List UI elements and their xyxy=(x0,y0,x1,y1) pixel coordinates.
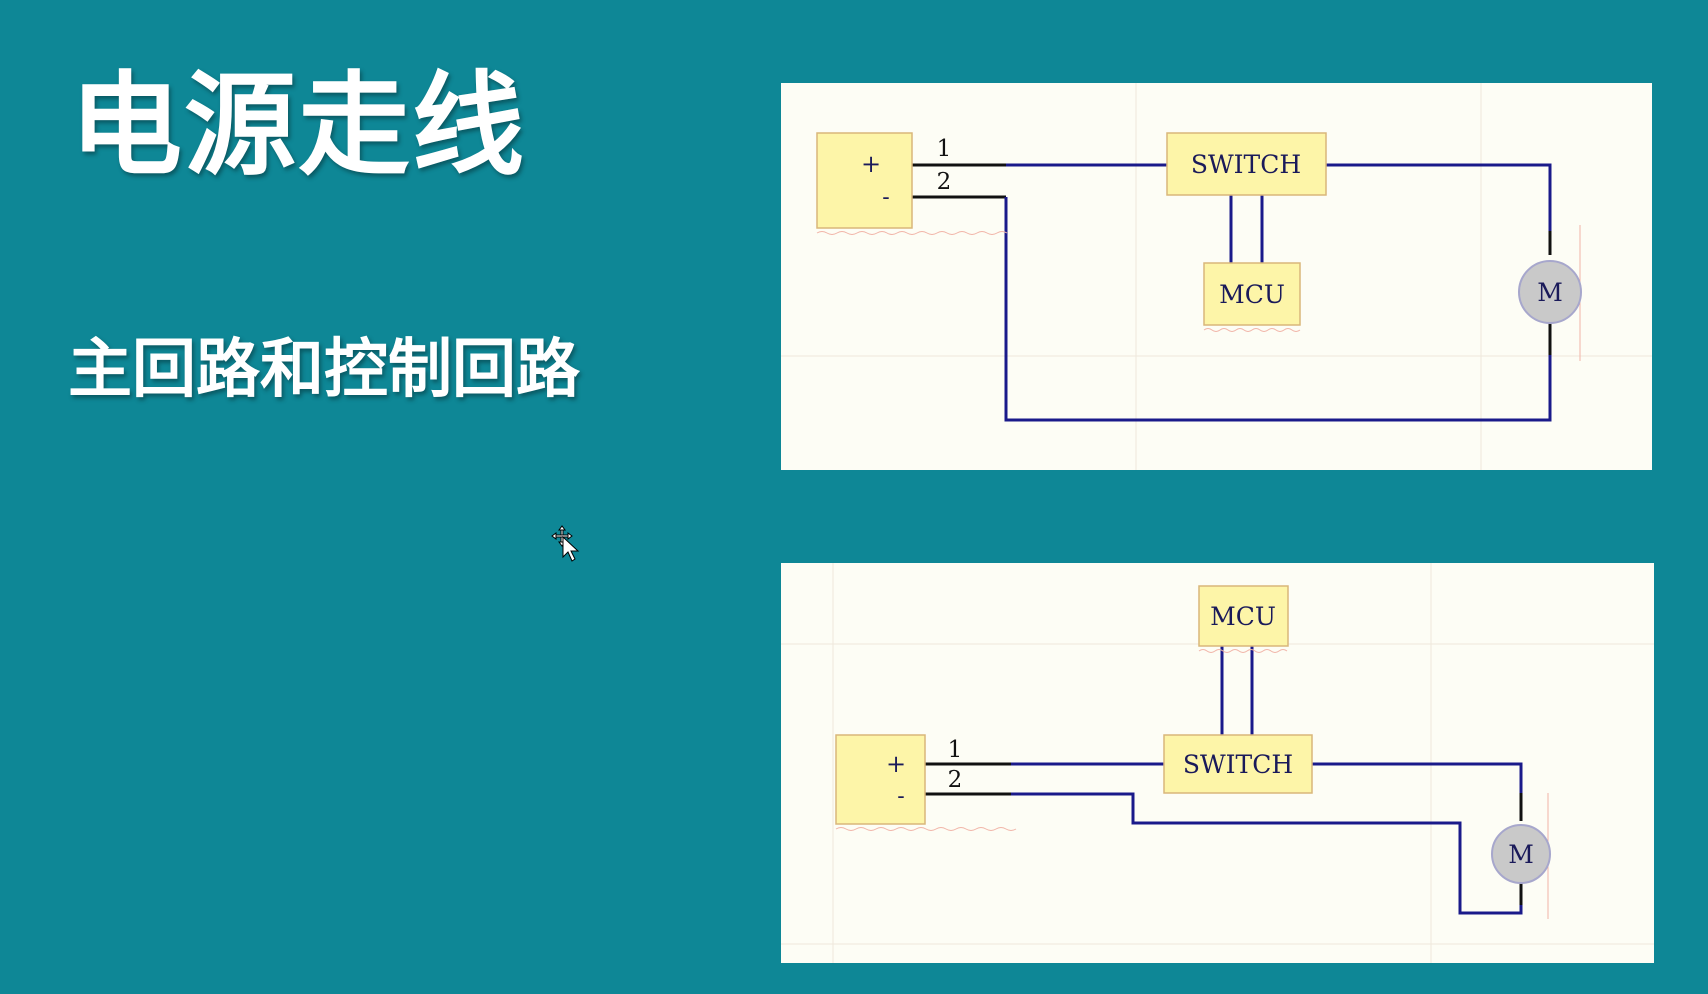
pin-2-label: 2 xyxy=(948,767,963,793)
main-loop-schematic: + - 1 2 SWITCH MCU M xyxy=(781,83,1652,470)
switch-label: SWITCH xyxy=(1191,150,1301,179)
switch-label: SWITCH xyxy=(1183,750,1293,779)
power-source xyxy=(816,132,913,229)
pin-2-label: 2 xyxy=(937,169,952,195)
mcu-label: MCU xyxy=(1210,602,1276,631)
source-plus-label: + xyxy=(886,750,906,778)
switch-block xyxy=(1166,132,1327,196)
source-plus-label: + xyxy=(861,150,881,178)
switch-block xyxy=(1163,734,1313,794)
slide-subtitle: 主回路和控制回路 xyxy=(68,333,580,407)
control-loop-schematic: + - 1 2 SWITCH MCU M xyxy=(781,563,1654,963)
control-loop-diagram: + - 1 2 SWITCH MCU M xyxy=(781,563,1654,963)
main-loop-diagram: + - 1 2 SWITCH MCU M xyxy=(781,83,1652,470)
mcu-block xyxy=(1198,585,1289,647)
source-minus-label: - xyxy=(882,185,889,210)
motor xyxy=(1491,824,1551,884)
move-cursor-icon xyxy=(551,525,580,562)
motor-label: M xyxy=(1508,840,1534,869)
wires xyxy=(911,163,1552,422)
wires xyxy=(925,646,1523,915)
pin-1-label: 1 xyxy=(937,136,952,162)
slide-title: 电源走线 xyxy=(70,61,526,191)
power-source xyxy=(835,734,926,825)
pin-1-label: 1 xyxy=(948,737,963,763)
mcu-block xyxy=(1203,262,1301,326)
source-minus-label: - xyxy=(897,784,904,809)
mcu-label: MCU xyxy=(1219,280,1285,309)
motor xyxy=(1518,260,1582,324)
motor-label: M xyxy=(1537,278,1563,307)
